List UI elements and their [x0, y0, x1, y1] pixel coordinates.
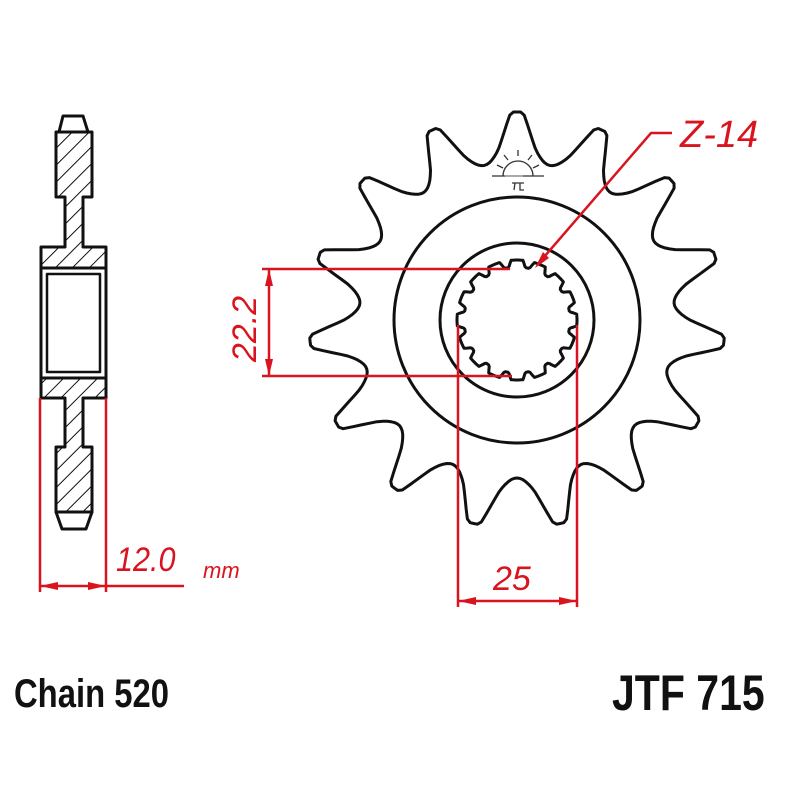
spline-dimension-value: 25 — [492, 560, 531, 598]
part-number-label: JTF 715 — [612, 665, 765, 721]
thickness-dimension — [38, 398, 184, 592]
bottom-tooth-cap — [54, 510, 94, 531]
sprocket-hub-circle — [392, 195, 642, 445]
bore-dimension-value: 22.2 — [226, 296, 264, 363]
sprocket-front-view — [308, 110, 726, 526]
spline-outline — [455, 258, 579, 382]
spline-dimension — [456, 325, 579, 607]
chain-size-label: Chain 520 — [14, 672, 169, 716]
sun-logo-icon — [492, 150, 544, 191]
teeth-count-label: Z-14 — [679, 114, 758, 156]
side-profile-view — [39, 114, 108, 531]
hub-inner — [45, 272, 102, 374]
top-tooth-section — [39, 130, 108, 270]
spline-outer-circle — [438, 241, 596, 399]
thickness-value: 12.0 — [116, 541, 176, 579]
sprocket-outline — [308, 110, 726, 526]
thickness-unit: mm — [203, 558, 240, 583]
teeth-count-leader — [535, 131, 672, 268]
bottom-tooth-section — [39, 376, 108, 514]
top-tooth-cap — [57, 114, 90, 134]
bore-dimension — [262, 267, 512, 378]
